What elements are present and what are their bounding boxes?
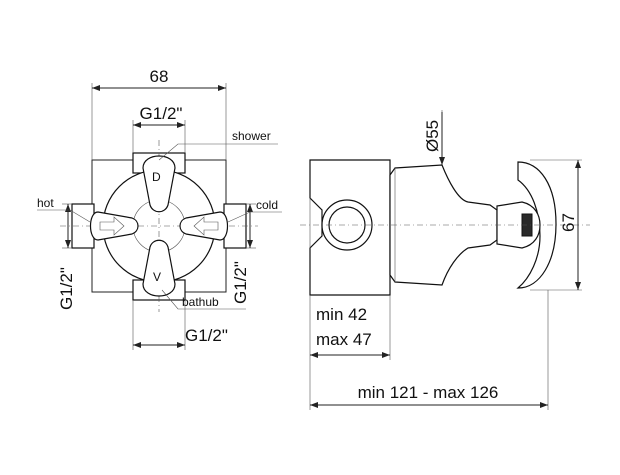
handle-hub xyxy=(496,201,541,249)
top-thread-dimension: G1/2" xyxy=(140,104,183,123)
diameter-dimension: Ø55 xyxy=(423,120,442,152)
front-view: D V 68 G1/2" G1/2" G1/2" G1/2" xyxy=(37,67,282,350)
cold-lever xyxy=(179,211,229,241)
label-bathub: bathub xyxy=(182,295,219,309)
depth-max: max 47 xyxy=(316,330,372,349)
height-dimension: 67 xyxy=(559,213,578,232)
side-handle xyxy=(516,161,557,289)
depth-min: min 42 xyxy=(316,305,367,324)
label-hot: hot xyxy=(37,196,54,210)
letter-bottom: V xyxy=(153,270,161,284)
width-dimension: 68 xyxy=(150,67,169,86)
label-cold: cold xyxy=(256,198,278,212)
label-shower: shower xyxy=(232,129,271,143)
hot-lever xyxy=(89,211,139,241)
connection-ring-inner xyxy=(328,206,366,244)
letter-top: D xyxy=(152,170,161,184)
shower-lever xyxy=(142,155,176,213)
bottom-thread-dimension: G1/2" xyxy=(185,326,228,345)
bathub-lever xyxy=(142,239,176,297)
hot-arrow-icon xyxy=(99,216,125,236)
side-view: Ø55 67 min 42 max 47 min 121 - max 126 xyxy=(300,110,590,410)
cold-arrow-icon xyxy=(193,216,219,236)
right-thread-dimension: G1/2" xyxy=(231,261,250,304)
left-thread-dimension: G1/2" xyxy=(57,267,76,310)
total-length-dimension: min 121 - max 126 xyxy=(358,383,499,402)
